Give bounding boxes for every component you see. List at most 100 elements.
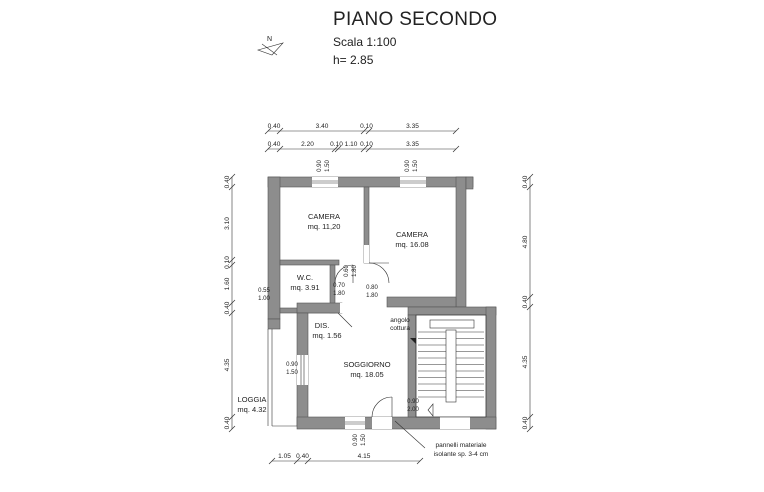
room-soggiorno-area: mq. 18.05 <box>350 370 383 379</box>
dimension-tick <box>264 127 272 135</box>
dimension-tick <box>268 457 276 465</box>
dimension-tick <box>228 413 236 421</box>
room-dis-area: mq. 1.56 <box>312 331 341 340</box>
north-arrow-icon: N <box>257 36 284 56</box>
dimension-label: 4.35 <box>522 355 529 368</box>
plan-title: PIANO SECONDO <box>333 9 498 30</box>
window-loggia-height: 1.00 <box>258 296 270 302</box>
dimension-tick <box>276 127 284 135</box>
window-bottom-width: 0.90 <box>353 434 359 446</box>
window-top2-height: 1.50 <box>413 160 419 172</box>
compass-label: N <box>267 36 272 43</box>
dimension-label: 3.35 <box>406 141 419 148</box>
dimension-tick <box>360 127 368 135</box>
dimension-tick <box>228 309 236 317</box>
insulation-label-2: isolante sp. 3-4 cm <box>434 451 489 458</box>
dimension-label: 1.60 <box>224 277 231 290</box>
dimension-label: 0.40 <box>224 416 231 429</box>
dimension-tick <box>331 145 339 153</box>
dimension-tick <box>365 145 373 153</box>
dimension-label: 0.40 <box>268 123 281 130</box>
plan-scale: Scala 1:100 <box>333 35 397 49</box>
room-camera-2-area: mq. 16.08 <box>395 240 428 249</box>
room-camera-2-name: CAMERA <box>396 230 428 239</box>
dimension-tick <box>228 183 236 191</box>
dimension-tick <box>228 425 236 433</box>
insulation-label-1: pannelli materiale <box>436 442 487 449</box>
door-wc-height: 1.80 <box>333 291 345 297</box>
door-dis-width: 0.60 <box>344 265 350 277</box>
dimension-label: 0.40 <box>522 295 529 308</box>
opening-annotations: 0.90 1.50 0.90 1.50 0.70 1.80 0.80 1.80 … <box>258 160 419 446</box>
room-soggiorno-name: SOGGIORNO <box>343 360 390 369</box>
dimension-tick <box>228 173 236 181</box>
dimension-label: 1.10 <box>345 141 358 148</box>
dimension-label: 0.40 <box>224 175 231 188</box>
room-loggia-name: LOGGIA <box>238 395 267 404</box>
door-loggia-height: 1.50 <box>286 370 298 376</box>
kitchen-corner-icon <box>410 338 416 344</box>
room-wc-area: mq. 3.91 <box>290 283 319 292</box>
dimension-label: 4.80 <box>522 235 529 248</box>
dimension-tick <box>365 127 373 135</box>
room-camera-1-area: mq. 11,20 <box>308 222 341 231</box>
dimension-tick <box>360 145 368 153</box>
window-bottom-height: 1.50 <box>361 434 367 446</box>
dimension-tick <box>526 183 534 191</box>
dimension-label: 3.10 <box>224 217 231 230</box>
ceiling-height: h= 2.85 <box>333 53 374 67</box>
door-entrance-width: 0.90 <box>407 399 419 405</box>
dimension-tick <box>264 145 272 153</box>
room-loggia-area: mq. 4.32 <box>237 405 266 414</box>
dimension-label: 1.05 <box>278 453 291 460</box>
door-camera-width: 0.80 <box>366 285 378 291</box>
dimension-label: 0.10 <box>360 123 373 130</box>
staircase <box>415 314 487 418</box>
dimension-tick <box>304 457 312 465</box>
window-top1-width: 0.90 <box>317 160 323 172</box>
dimension-label: 4.35 <box>224 358 231 371</box>
door-camera-height: 1.80 <box>366 293 378 299</box>
dimension-tick <box>452 145 460 153</box>
dimension-label: 2.20 <box>301 141 314 148</box>
insulation-leader-line <box>394 420 426 449</box>
window-top1-height: 1.50 <box>325 160 331 172</box>
dimension-label: 0.10 <box>224 256 231 269</box>
dimension-label: 3.40 <box>316 123 329 130</box>
dimension-tick <box>416 457 424 465</box>
dimension-tick <box>228 256 236 264</box>
room-camera-1-name: CAMERA <box>308 212 340 221</box>
dimension-tick <box>276 145 284 153</box>
dimension-tick <box>526 425 534 433</box>
room-dis-name: DIS. <box>315 321 330 330</box>
dimension-tick <box>293 457 301 465</box>
dimension-tick <box>228 261 236 269</box>
dimension-tick <box>228 299 236 307</box>
room-labels: CAMERA mq. 11,20 CAMERA mq. 16.08 W.C. m… <box>237 212 488 458</box>
wall-openings <box>297 177 470 429</box>
dimension-tick <box>526 173 534 181</box>
dimension-label: 3.35 <box>406 123 419 130</box>
loggia-outline <box>267 329 297 427</box>
dimension-tick <box>526 413 534 421</box>
angolo-label: angolo <box>390 317 410 324</box>
dimension-label: 0.40 <box>522 416 529 429</box>
dimension-label: 0.40 <box>268 141 281 148</box>
dimension-label: 4.15 <box>358 453 371 460</box>
dimension-tick <box>526 293 534 301</box>
dimension-label: 0.40 <box>224 301 231 314</box>
window-loggia-width: 0.55 <box>258 288 270 294</box>
dimension-label: 0.10 <box>330 141 343 148</box>
cottura-label: cottura <box>390 325 410 332</box>
dimension-label: 0.10 <box>360 141 373 148</box>
dimension-label: 0.40 <box>296 453 309 460</box>
window-top2-width: 0.90 <box>405 160 411 172</box>
door-dis-height: 1.80 <box>352 265 358 277</box>
room-wc-name: W.C. <box>297 273 313 282</box>
walls <box>267 176 497 430</box>
door-loggia-width: 0.90 <box>286 362 298 368</box>
dimension-tick <box>526 303 534 311</box>
dimension-tick <box>334 145 342 153</box>
